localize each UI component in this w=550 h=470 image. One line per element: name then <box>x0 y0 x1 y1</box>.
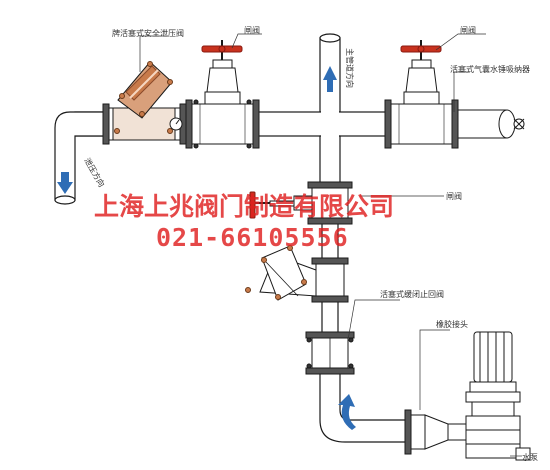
pump-suction-pipe <box>319 371 416 443</box>
water-pump <box>465 331 531 461</box>
watermark: 上海上兆阀门制造有限公司 021-66105556 <box>94 192 394 252</box>
gate-valve-left <box>185 40 260 149</box>
label-gate-valve-lower: 闸阀 <box>446 192 462 201</box>
main-flow-arrow-icon <box>323 66 337 92</box>
check-valve <box>305 331 355 375</box>
watermark-company: 上海上兆阀门制造有限公司 <box>94 192 394 221</box>
gate-valve-lower <box>249 181 353 225</box>
label-main-flow-direction: 主管道方向 <box>345 48 355 88</box>
label-air-hammer-eliminator: 活塞式气囊水锤吸纳器 <box>450 64 530 74</box>
relief-pipe-end <box>54 195 76 205</box>
check-valve-feed-pipe <box>321 299 339 336</box>
pump-flow-arrow-icon <box>338 394 356 430</box>
label-water-pump: 水泵 <box>522 452 538 462</box>
air-hammer-eliminator <box>457 109 525 139</box>
lower-riser-pipe <box>319 135 341 187</box>
leader-lines <box>139 33 522 457</box>
watermark-phone: 021-66105556 <box>156 223 349 252</box>
flex-joint <box>404 409 467 455</box>
label-relief-direction: 泄压方向 <box>82 156 107 189</box>
riser-pipe-end <box>319 33 341 43</box>
label-safety-valve: 牌活塞式安全泄压阀 <box>112 28 184 38</box>
safety-relief-valve <box>102 61 187 145</box>
relief-flow-arrow-icon <box>57 172 73 194</box>
gate-valve-right <box>384 40 459 149</box>
handwheel-lower-icon <box>249 191 256 219</box>
pump-outlet-icon <box>515 447 531 461</box>
label-gate-valve-left: 闸阀 <box>244 26 260 35</box>
label-flex-joint: 橡胶接头 <box>436 319 468 329</box>
flow-arrows <box>57 66 356 430</box>
y-strainer <box>245 245 349 303</box>
label-check-valve: 活塞式缓闭止回阀 <box>380 289 444 299</box>
label-gate-valve-right: 闸阀 <box>460 26 476 35</box>
